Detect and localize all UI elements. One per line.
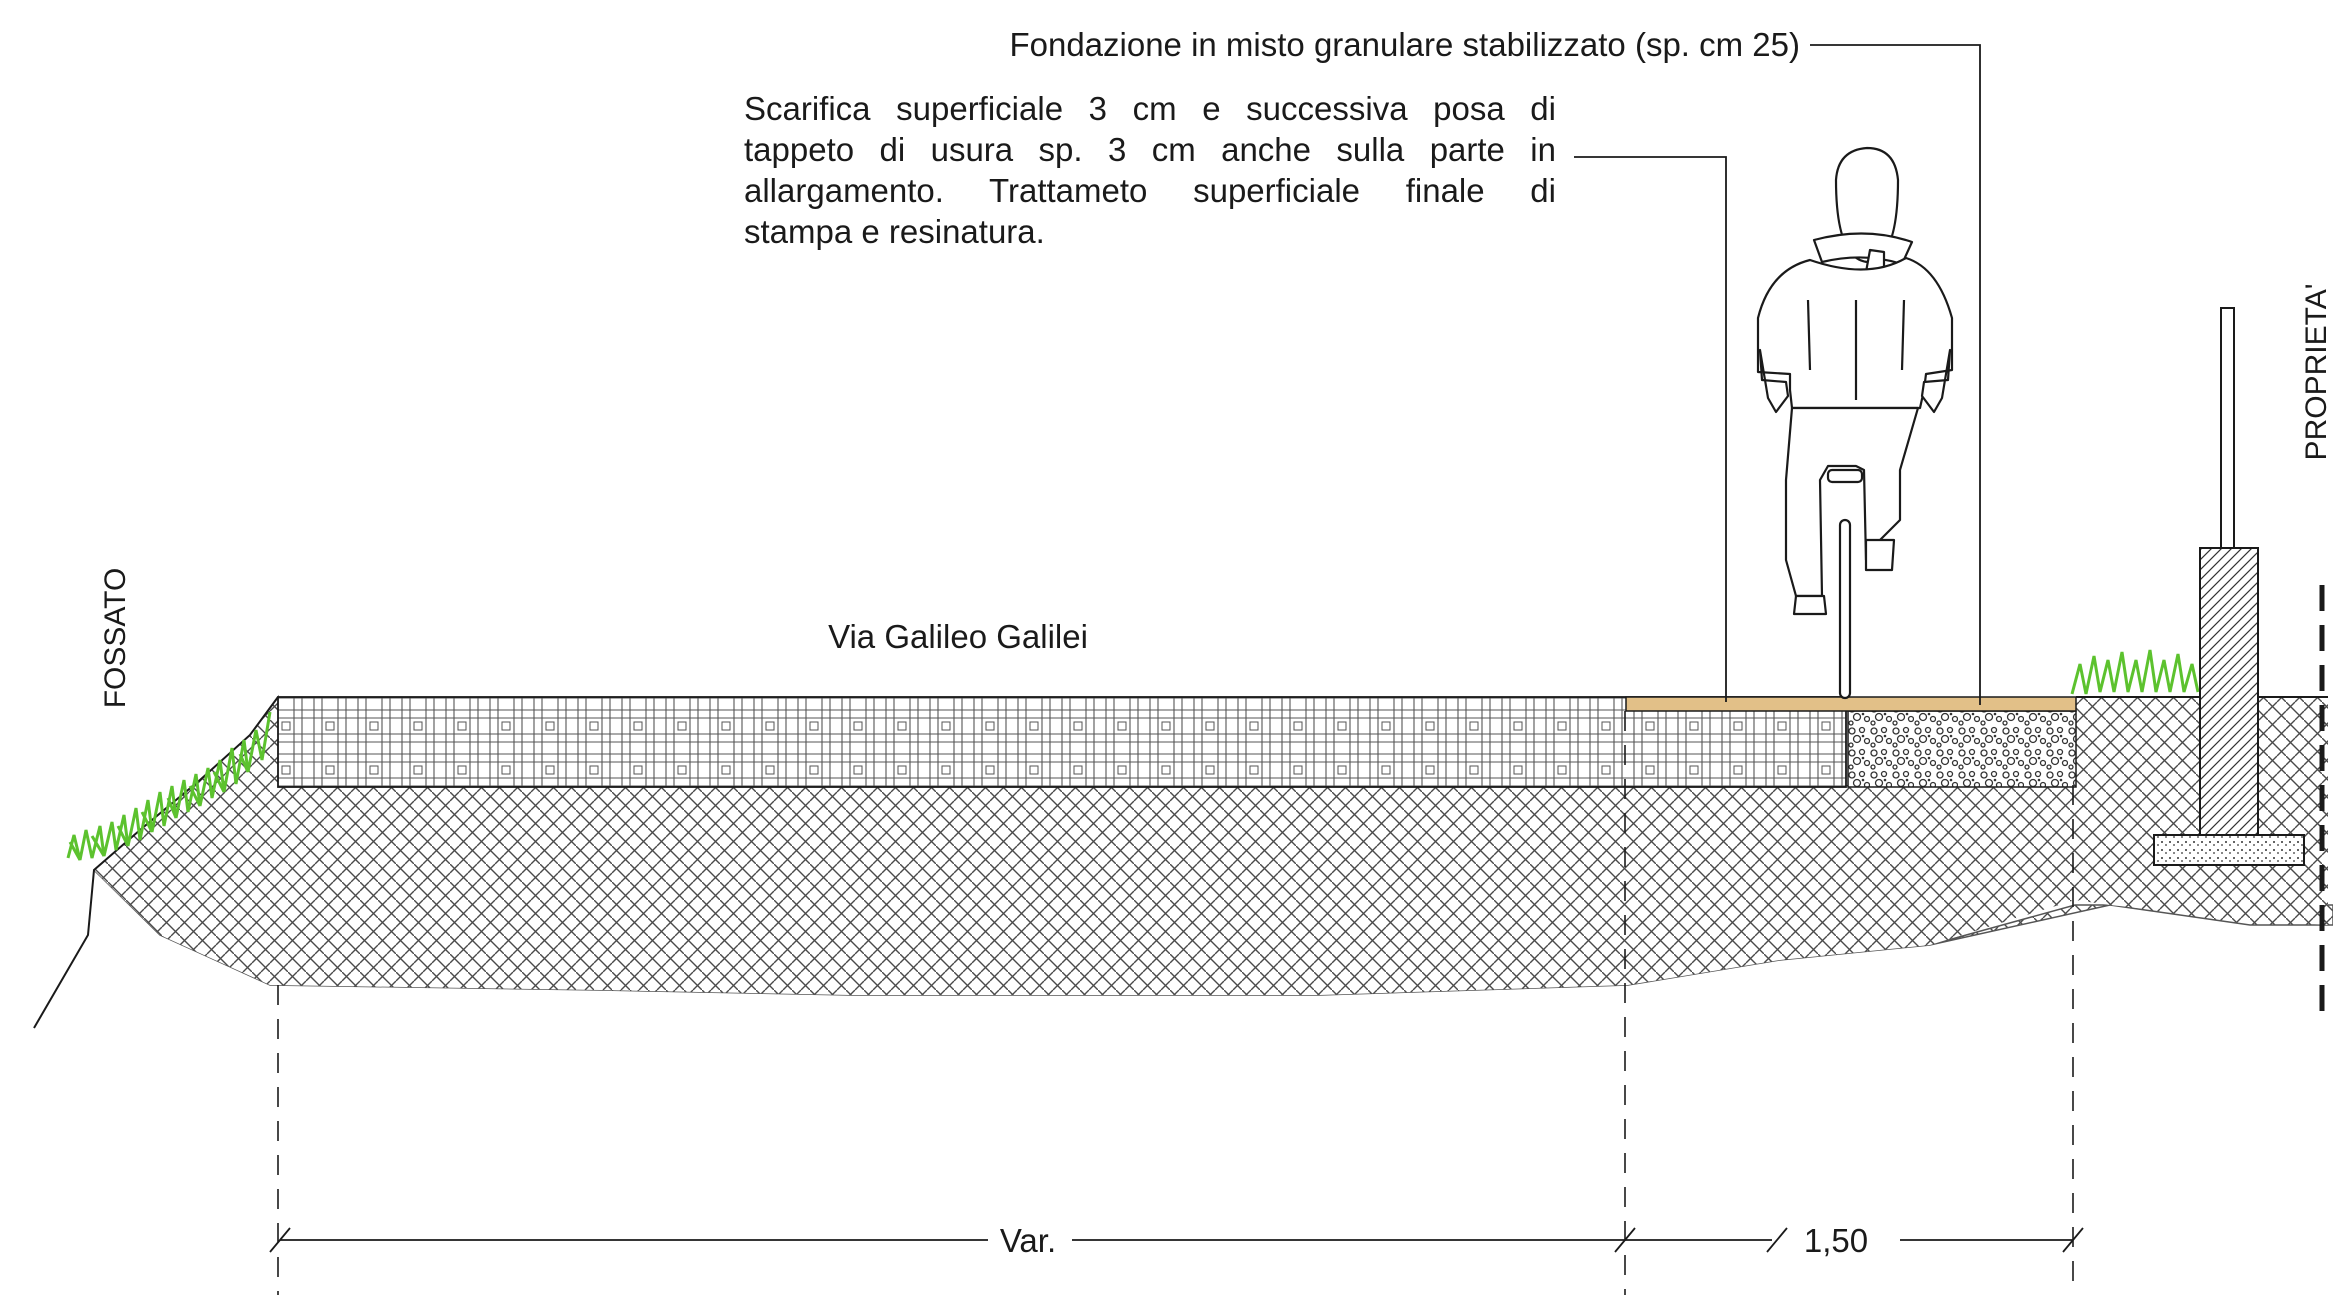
wearing-course: [1625, 696, 2077, 712]
fence-post: [2220, 307, 2235, 549]
grass-right: [2070, 649, 2200, 695]
surface-leader-line: [1574, 156, 1727, 702]
wall-footing: [2153, 834, 2305, 866]
subgrade-body: [94, 697, 2328, 995]
cycle-lane-width-dimension: 1,50: [1804, 1222, 1868, 1259]
foundation-note: Fondazione in misto granulare stabilizza…: [1009, 26, 1800, 63]
foundation-leader-line: [1810, 44, 1981, 705]
grass-left: [66, 711, 272, 861]
note-line: tappeto di usura sp. 3 cm anche sulla pa…: [744, 131, 1556, 168]
cyclist-figure: [1756, 146, 1954, 700]
existing-pavement: [277, 696, 1847, 788]
road-name-label: Via Galileo Galilei: [828, 618, 1088, 655]
ditch-label: FOSSATO: [99, 568, 132, 709]
dimension-line: [269, 1227, 2084, 1253]
note-line: allargamento. Trattameto superficiale fi…: [744, 172, 1556, 209]
surface-treatment-note: Scarifica superficiale 3 cm e successiva…: [744, 88, 1556, 252]
property-label: PROPRIETA': [2300, 284, 2333, 461]
boundary-wall: [2199, 547, 2259, 836]
granular-foundation: [1847, 710, 2077, 788]
note-line: stampa e resinatura.: [744, 213, 1045, 250]
road-width-dimension: Var.: [1000, 1222, 1056, 1259]
reference-lines: [277, 711, 2074, 1295]
note-line: Scarifica superficiale 3 cm e successiva…: [744, 90, 1556, 127]
